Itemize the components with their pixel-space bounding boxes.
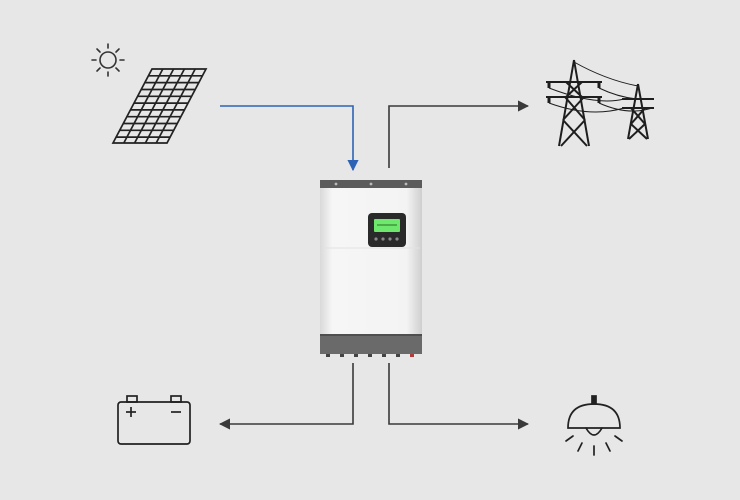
inverter-to-load-arrow (388, 363, 530, 430)
inverter-to-battery-arrow (218, 363, 354, 430)
sun-icon (91, 43, 125, 77)
inverter-bottom-band (320, 334, 422, 354)
inverter-body (320, 188, 422, 334)
ceiling-lamp-icon (565, 395, 623, 456)
hybrid-inverter-icon (320, 180, 422, 357)
inverter-terminals (326, 354, 414, 357)
transmission-tower-icon (546, 59, 654, 147)
solar-panel-icon (111, 68, 208, 144)
inverter-to-grid-arrow (388, 100, 530, 168)
battery-icon (117, 395, 191, 445)
solar-to-inverter-arrow (220, 105, 359, 172)
inverter-control-buttons (374, 237, 399, 241)
